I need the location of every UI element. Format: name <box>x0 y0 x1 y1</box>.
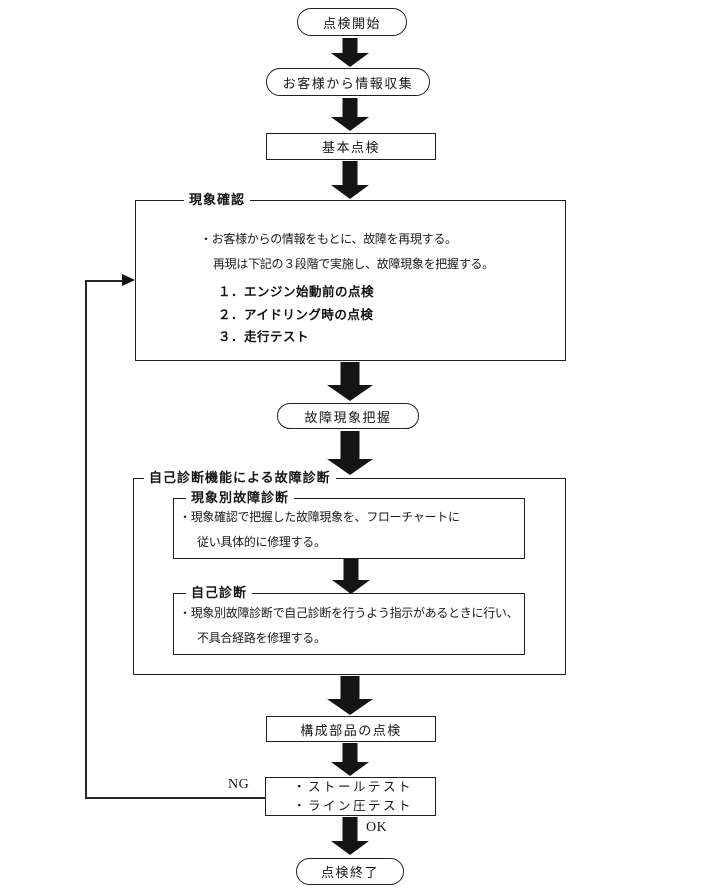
arrow-head <box>327 459 373 475</box>
arrow-shaft <box>342 817 358 841</box>
phenomenon-step-2: ２．アイドリング時の点検 <box>218 308 374 322</box>
arrow-head <box>331 117 369 131</box>
node-start: 点検開始 <box>297 8 407 36</box>
arrow-shaft <box>343 559 359 580</box>
test-item-stall: ・ストールテスト <box>293 780 414 794</box>
arrow-shaft <box>342 743 358 762</box>
arrow-head <box>331 53 369 67</box>
node-component-inspection: 構成部品の点検 <box>266 716 436 742</box>
arrow-head <box>331 185 369 199</box>
feedback-arrowhead-icon <box>122 274 135 286</box>
flow-arrow-icon <box>331 38 369 67</box>
ng-label: NG <box>228 777 250 792</box>
node-tests: ・ストールテスト ・ライン圧テスト <box>265 777 436 816</box>
ng-feedback-line-bottom <box>85 797 265 799</box>
ng-feedback-line-top <box>85 280 124 282</box>
self-diagnosis-line1: ・現象別故障診断で自己診断を行うよう指示があるときに行い、 <box>179 606 519 620</box>
self-diagnosis-box: 自己診断機能による故障診断 現象別故障診断 ・現象確認で把握した故障現象を、フロ… <box>133 470 566 675</box>
node-end: 点検終了 <box>296 858 404 885</box>
arrow-shaft <box>340 362 360 385</box>
phenomenon-check-box: 現象確認 ・お客様からの情報をもとに、故障を再現する。 再現は下記の３段階で実施… <box>135 192 566 361</box>
phenomenon-note-line2: 再現は下記の３段階で実施し、故障現象を把握する。 <box>213 257 494 271</box>
flow-arrow-icon <box>332 559 370 594</box>
flow-arrow-icon <box>331 98 369 131</box>
phenomenon-check-box-title: 現象確認 <box>184 192 251 208</box>
phenomenon-specific-diagnosis-title: 現象別故障診断 <box>186 490 295 506</box>
flow-arrow-icon <box>331 161 369 199</box>
arrow-head <box>331 762 369 776</box>
self-diagnosis-line2: 不具合経路を修理する。 <box>197 631 326 645</box>
arrow-head <box>331 841 369 855</box>
arrow-head <box>327 385 373 401</box>
arrow-shaft <box>340 431 360 459</box>
self-diagnosis-sub-title: 自己診断 <box>186 585 253 601</box>
phenomenon-specific-line2: 従い具体的に修理する。 <box>197 535 326 549</box>
node-grasp-phenomenon: 故障現象把握 <box>277 403 419 429</box>
arrow-head <box>332 580 370 594</box>
self-diagnosis-sub-box: 自己診断 ・現象別故障診断で自己診断を行うよう指示があるときに行い、 不具合経路… <box>173 585 525 655</box>
self-diagnosis-box-title: 自己診断機能による故障診断 <box>144 470 336 486</box>
arrow-shaft <box>342 161 358 185</box>
phenomenon-step-1: １．エンジン始動前の点検 <box>218 285 375 299</box>
phenomenon-step-3: ３．走行テスト <box>218 330 310 344</box>
phenomenon-specific-line1: ・現象確認で把握した故障現象を、フローチャートに <box>179 510 460 524</box>
node-collect-info: お客様から情報収集 <box>266 68 430 96</box>
arrow-shaft <box>342 98 358 117</box>
arrow-head <box>327 699 373 715</box>
node-basic-inspection: 基本点検 <box>266 133 436 160</box>
flow-arrow-icon <box>327 676 373 715</box>
phenomenon-specific-diagnosis-box: 現象別故障診断 ・現象確認で把握した故障現象を、フローチャートに 従い具体的に修… <box>173 490 525 559</box>
flow-arrow-icon <box>327 362 373 401</box>
phenomenon-note-line1: ・お客様からの情報をもとに、故障を再現する。 <box>200 232 457 246</box>
flow-arrow-icon <box>327 431 373 475</box>
flow-arrow-icon <box>331 817 369 855</box>
ok-label: OK <box>366 820 388 835</box>
test-item-line-pressure: ・ライン圧テスト <box>293 799 414 813</box>
flow-arrow-icon <box>331 743 369 776</box>
arrow-shaft <box>342 38 358 53</box>
ng-feedback-line-vertical <box>85 281 87 798</box>
arrow-shaft <box>340 676 360 699</box>
